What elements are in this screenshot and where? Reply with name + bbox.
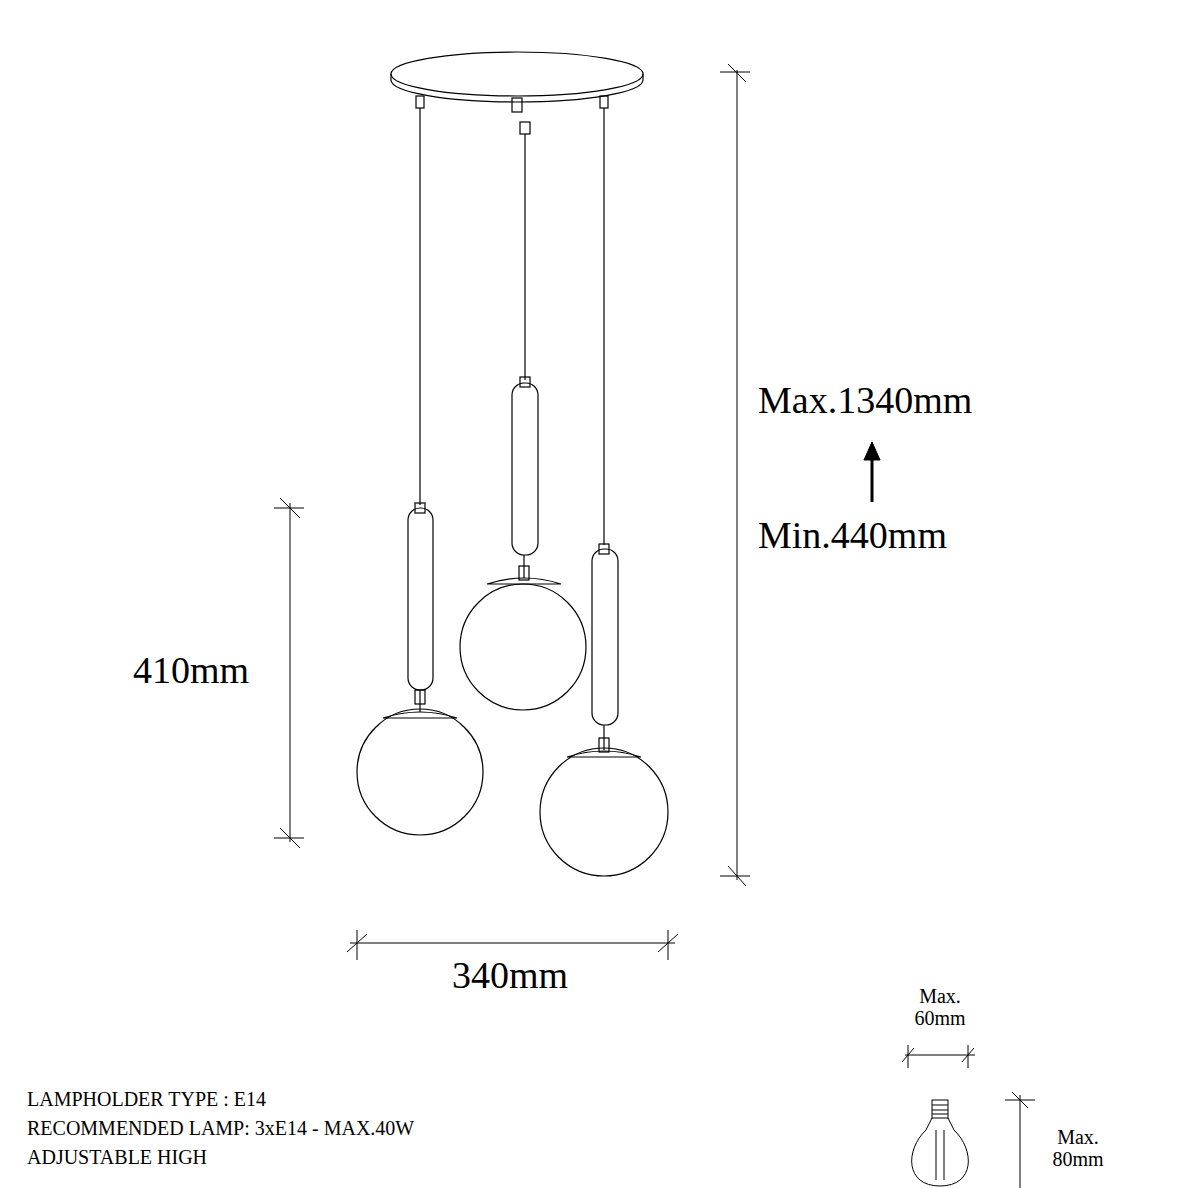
dimension-label: Min.440mm bbox=[758, 515, 947, 557]
bulb-dimension: Max. 60mm bbox=[898, 985, 982, 1029]
dimension-label: 410mm bbox=[133, 650, 249, 692]
bulb-symbol bbox=[912, 1100, 969, 1186]
spec-note: LAMPHOLDER TYPE : E14 bbox=[27, 1088, 266, 1110]
dimension-lines bbox=[274, 64, 880, 960]
bulb-dimension: Max. 80mm bbox=[1036, 1126, 1120, 1170]
bulb-size bbox=[902, 1045, 1035, 1188]
dimension-label: 340mm bbox=[452, 955, 568, 997]
ceiling-canopy bbox=[391, 52, 643, 134]
pendant-right bbox=[540, 544, 668, 876]
spec-note: RECOMMENDED LAMP: 3xE14 - MAX.40W bbox=[27, 1117, 414, 1139]
spec-note: ADJUSTABLE HIGH bbox=[27, 1146, 207, 1168]
pendant-middle bbox=[460, 377, 586, 710]
dimension-label: Max.1340mm bbox=[758, 380, 972, 422]
